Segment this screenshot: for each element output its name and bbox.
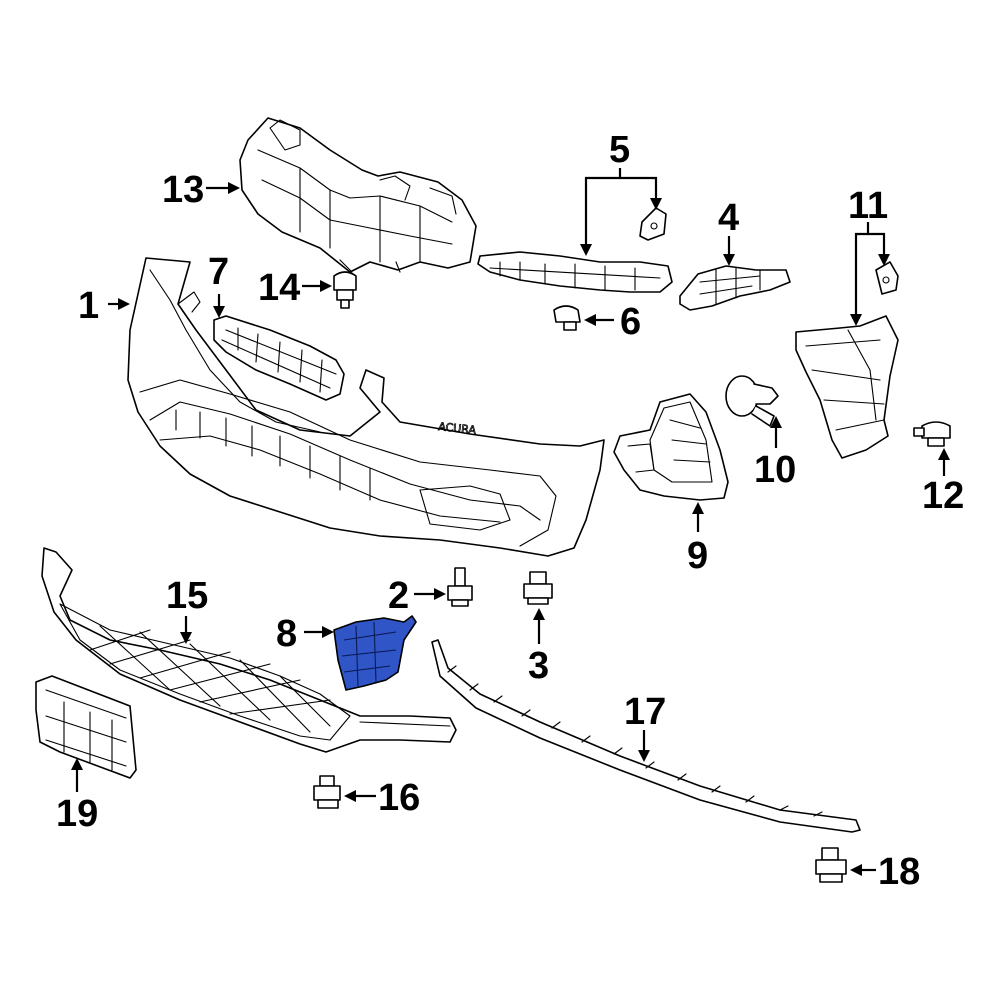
part-15-grille bbox=[41, 547, 457, 753]
svg-text:ACURA: ACURA bbox=[438, 420, 477, 437]
part-14-clip bbox=[333, 271, 357, 309]
part-2-clip bbox=[447, 567, 473, 607]
part-5-side-bracket bbox=[477, 207, 673, 293]
part-4-bracket bbox=[679, 265, 791, 311]
part-18-clip bbox=[815, 847, 847, 883]
callout-15: 15 bbox=[166, 575, 208, 617]
callout-16: 16 bbox=[378, 777, 420, 819]
callout-9: 9 bbox=[687, 535, 708, 577]
callout-17: 17 bbox=[624, 691, 666, 733]
callout-1: 1 bbox=[78, 285, 99, 327]
part-3-clip bbox=[523, 571, 553, 605]
part-9-bezel bbox=[613, 393, 729, 501]
part-11-side-bracket bbox=[795, 261, 899, 459]
callout-6: 6 bbox=[620, 301, 641, 343]
callout-12: 12 bbox=[922, 475, 964, 517]
callout-14: 14 bbox=[258, 267, 300, 309]
callout-7: 7 bbox=[208, 251, 229, 293]
callout-labels: 1 2 3 4 5 6 7 8 9 10 11 12 13 14 15 16 1… bbox=[56, 129, 964, 893]
part-1-bumper-cover: ACURA bbox=[127, 257, 605, 557]
callout-5: 5 bbox=[609, 129, 630, 171]
part-10-cap bbox=[725, 375, 779, 427]
callout-8: 8 bbox=[276, 613, 297, 655]
callout-4: 4 bbox=[718, 197, 739, 239]
part-6-clip bbox=[553, 305, 581, 331]
part-12-clip bbox=[913, 421, 951, 447]
part-17-molding bbox=[431, 639, 861, 833]
callout-19: 19 bbox=[56, 793, 98, 835]
callout-3: 3 bbox=[528, 645, 549, 687]
callout-13: 13 bbox=[162, 169, 204, 211]
part-19-bracket bbox=[35, 675, 137, 779]
part-16-clip bbox=[313, 775, 341, 809]
callout-10: 10 bbox=[754, 449, 796, 491]
leader-lines bbox=[71, 168, 950, 876]
part-13-upper-bracket bbox=[239, 117, 477, 273]
part-8-highlighted-bracket bbox=[333, 615, 417, 691]
part-7-bracket bbox=[213, 315, 345, 401]
callout-11: 11 bbox=[848, 185, 888, 227]
callout-18: 18 bbox=[878, 851, 920, 893]
callout-2: 2 bbox=[388, 575, 409, 617]
